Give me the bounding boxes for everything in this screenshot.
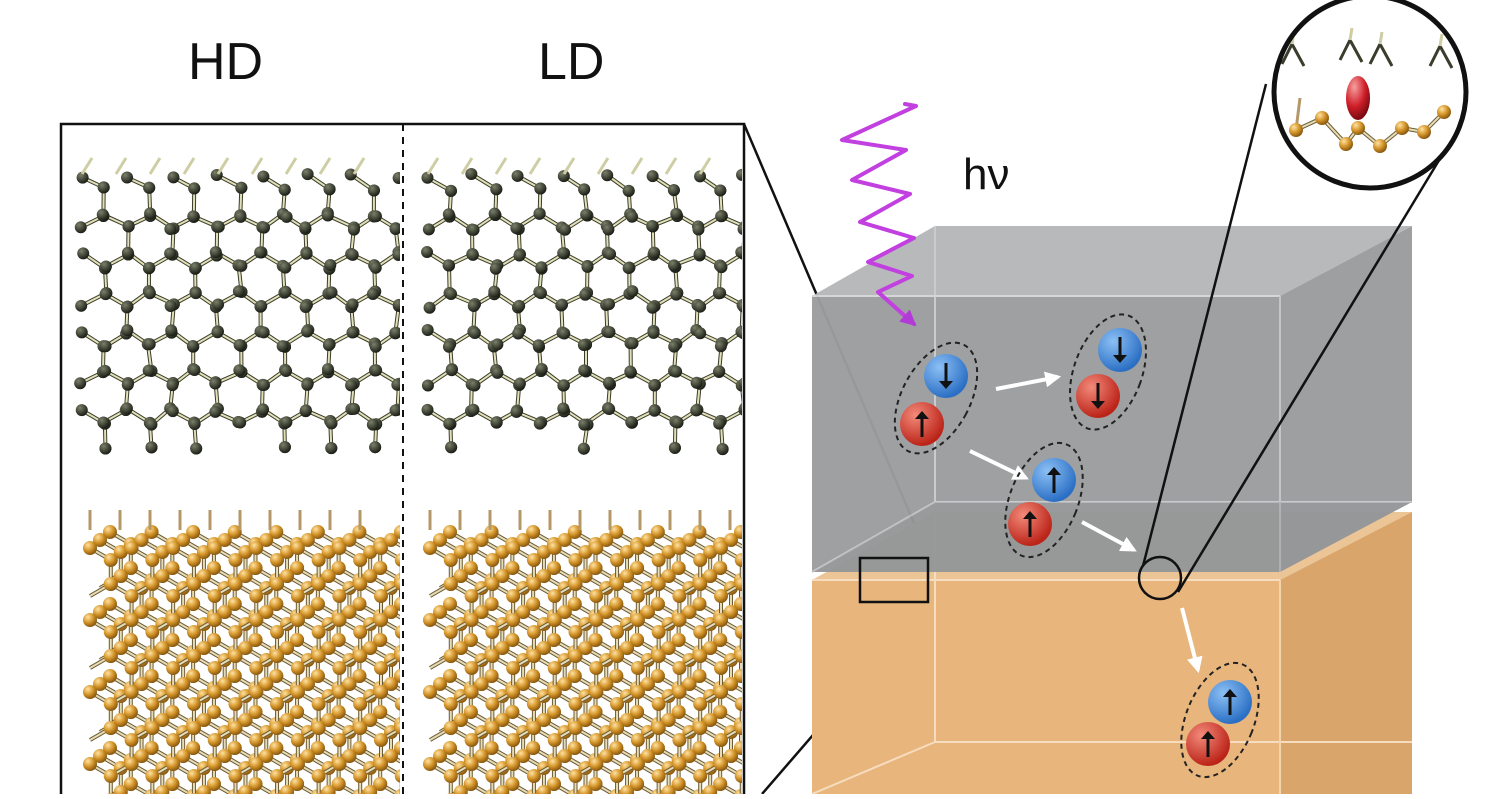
photon-energy-label: hν <box>963 150 1009 200</box>
ld-label: LD <box>538 32 604 92</box>
hd-label: HD <box>188 32 263 92</box>
defect-orbital-inset <box>1274 0 1466 188</box>
